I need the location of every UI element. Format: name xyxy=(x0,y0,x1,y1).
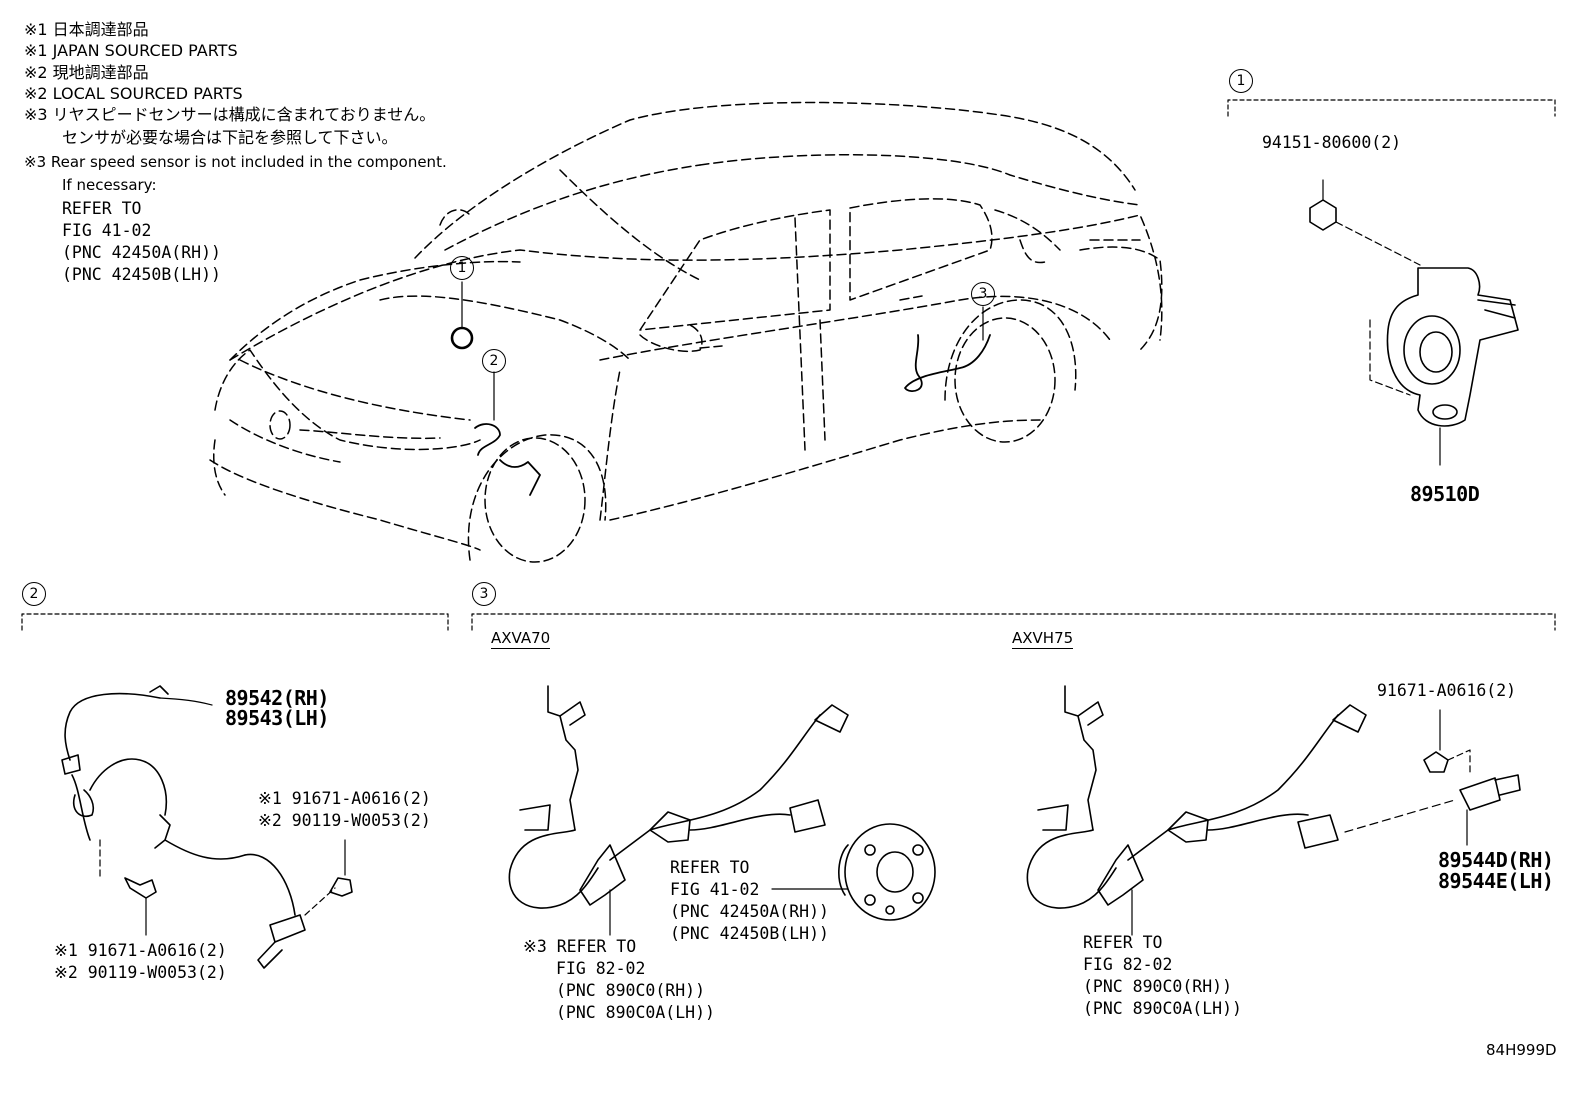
section2-bolt-lower-local: ※2 90119-W0053(2) xyxy=(54,963,227,982)
section2-label: 2 xyxy=(22,582,46,606)
note-2-en: ※2 LOCAL SOURCED PARTS xyxy=(24,84,243,103)
section2-bolt-upper-jp: ※1 91671-A0616(2) xyxy=(258,789,431,808)
axva70-refer-line1: ※3 REFER TO xyxy=(523,937,637,956)
callout-3-vehicle: 3 xyxy=(971,282,995,306)
hub-refer-line2: FIG 41-02 xyxy=(670,880,760,899)
axva70-refer-line3: (PNC 890C0(RH)) xyxy=(556,981,706,1000)
section1-bracket xyxy=(1227,99,1556,117)
axvh75-sensor-lh: 89544E(LH) xyxy=(1438,869,1554,893)
note-1-en: ※1 JAPAN SOURCED PARTS xyxy=(24,41,238,60)
section3-bracket xyxy=(471,613,1556,631)
note-refer-line3: (PNC 42450A(RH)) xyxy=(62,243,221,262)
model-axvh75: AXVH75 xyxy=(1012,629,1074,649)
note-3-jp-line2: センサが必要な場合は下記を参照して下さい。 xyxy=(62,128,398,147)
note-3-en-line1: ※3 Rear speed sensor is not included in … xyxy=(24,153,447,171)
model-axva70: AXVA70 xyxy=(491,629,551,649)
note-refer-line1: REFER TO xyxy=(62,199,142,218)
note-3-en-line2: If necessary: xyxy=(62,176,157,194)
vehicle-sensor-highlights xyxy=(450,281,991,496)
axvh75-sensor-rh: 89544D(RH) xyxy=(1438,848,1554,872)
section1-label: 1 xyxy=(1229,69,1253,93)
axvh75-refer-line2: FIG 82-02 xyxy=(1083,955,1173,974)
section2-bolt-lower-jp: ※1 91671-A0616(2) xyxy=(54,941,227,960)
axvh75-refer-line3: (PNC 890C0(RH)) xyxy=(1083,977,1233,996)
note-refer-line2: FIG 41-02 xyxy=(62,221,152,240)
hub-refer-line3: (PNC 42450A(RH)) xyxy=(670,902,829,921)
section2-sensor-rh: 89542(RH) xyxy=(225,686,329,710)
callout-2-vehicle: 2 xyxy=(482,349,506,373)
section1-bolt-part-number: 94151-80600(2) xyxy=(1262,133,1402,152)
axvh75-bolt-part-number: 91671-A0616(2) xyxy=(1377,681,1517,700)
hub-refer-line1: REFER TO xyxy=(670,858,750,877)
axva70-refer-line2: FIG 82-02 xyxy=(556,959,646,978)
axvh75-harness-drawing xyxy=(1026,685,1521,936)
note-2-jp: ※2 現地調達部品 xyxy=(24,63,149,82)
note-3-jp-line1: ※3 リヤスピードセンサーは構成に含まれておりません。 xyxy=(24,105,436,124)
section2-bolt-upper-local: ※2 90119-W0053(2) xyxy=(258,811,431,830)
vehicle-illustration xyxy=(209,101,1163,563)
axvh75-refer-line1: REFER TO xyxy=(1083,933,1163,952)
note-refer-line4: (PNC 42450B(LH)) xyxy=(62,265,221,284)
yaw-rate-sensor-drawing xyxy=(1309,179,1519,466)
axva70-harness-drawing xyxy=(508,685,936,936)
axva70-refer-line4: (PNC 890C0A(LH)) xyxy=(556,1003,715,1022)
hub-refer-line4: (PNC 42450B(LH)) xyxy=(670,924,829,943)
section2-bracket xyxy=(21,613,449,631)
axvh75-refer-line4: (PNC 890C0A(LH)) xyxy=(1083,999,1242,1018)
section3-label: 3 xyxy=(472,582,496,606)
callout-1-vehicle: 1 xyxy=(450,256,474,280)
figure-code: 84H999D xyxy=(1486,1041,1557,1059)
section2-sensor-lh: 89543(LH) xyxy=(225,706,329,730)
section1-sensor-part-number: 89510D xyxy=(1410,482,1480,506)
front-speed-sensor-drawing xyxy=(61,685,353,969)
note-1-jp: ※1 日本調達部品 xyxy=(24,20,149,39)
